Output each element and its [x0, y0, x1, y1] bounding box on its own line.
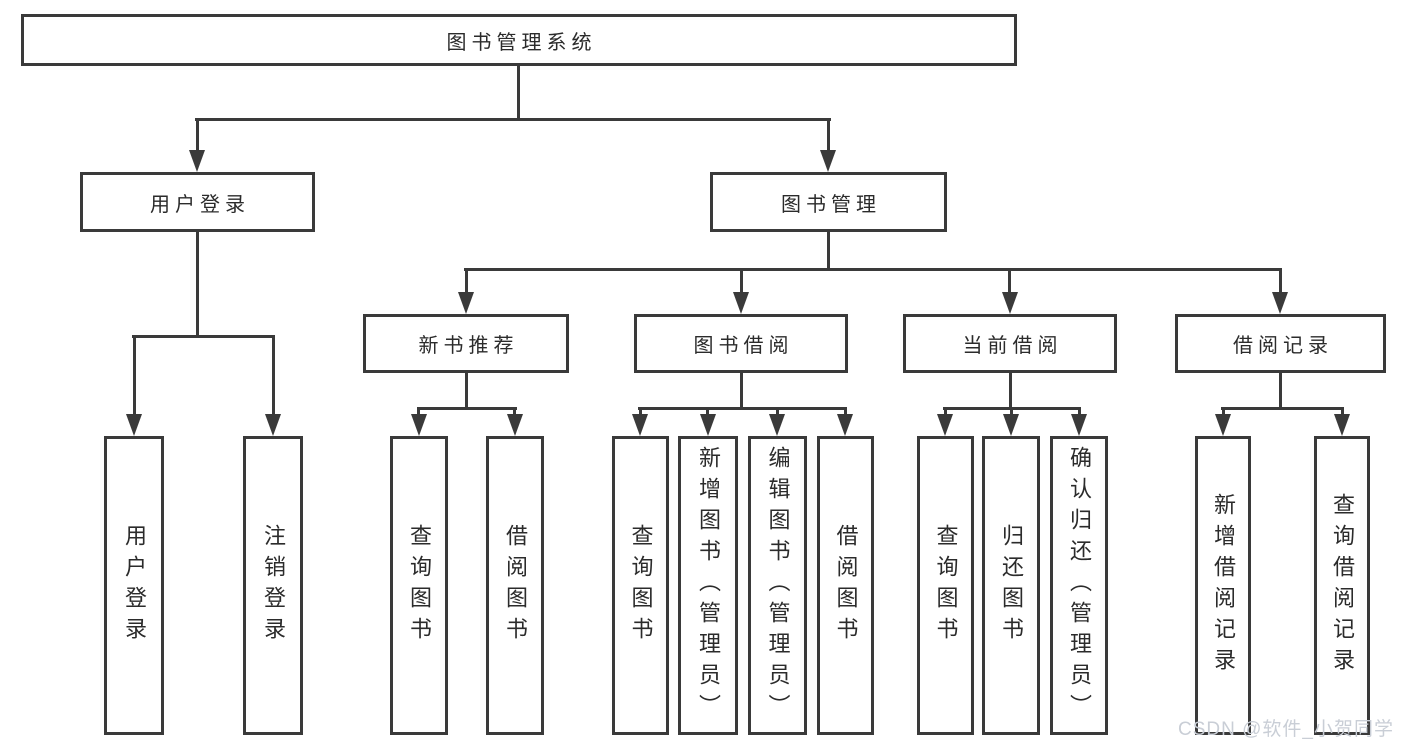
- arrow-current-borrow-icon: [1002, 292, 1018, 314]
- arrow-cb-query-icon: [937, 414, 953, 436]
- csdn-watermark: CSDN @软件_小贺同学: [1178, 719, 1394, 740]
- leaf-query-books-current: 查询图书: [917, 436, 974, 735]
- connector-drop-nb-query: [417, 407, 420, 416]
- connector-book-management-branch: [464, 268, 1282, 271]
- node-book-borrow-label: 图书借阅: [693, 335, 794, 357]
- connector-drop-book-management: [827, 118, 830, 154]
- leaf-confirm-return-admin: 确认归还（管理员）: [1050, 436, 1108, 735]
- leaf-borrow-books-recommend-label: 借阅图书: [503, 523, 528, 648]
- node-user-login-label: 用户登录: [150, 193, 250, 216]
- connector-drop-br-add: [1222, 407, 1225, 416]
- leaf-return-books: 归还图书: [982, 436, 1040, 735]
- arrow-nb-borrow-icon: [507, 414, 523, 436]
- leaf-add-book-admin-label: 新增图书（管理员）: [696, 446, 721, 725]
- arrow-cb-return-icon: [1003, 414, 1019, 436]
- connector-drop-br-query: [1341, 407, 1344, 416]
- leaf-logout: 注销登录: [243, 436, 303, 735]
- connector-book-borrow-branch: [638, 407, 847, 410]
- node-user-login: 用户登录: [80, 172, 315, 232]
- node-book-management-label: 图书管理: [781, 193, 881, 216]
- node-current-borrow-label: 当前借阅: [962, 335, 1063, 357]
- connector-book-management-stem: [827, 230, 830, 271]
- connector-new-book-branch: [417, 407, 517, 410]
- arrow-bb-query-icon: [632, 414, 648, 436]
- connector-drop-leaf-logout: [272, 335, 275, 418]
- leaf-user-login: 用户登录: [104, 436, 164, 735]
- node-book-borrow: 图书借阅: [634, 314, 848, 373]
- leaf-borrow-books: 借阅图书: [817, 436, 874, 735]
- leaf-confirm-return-admin-label: 确认归还（管理员）: [1067, 446, 1092, 725]
- leaf-query-borrow-record: 查询借阅记录: [1314, 436, 1370, 735]
- connector-user-login-branch: [132, 335, 275, 338]
- leaf-add-borrow-record-label: 新增借阅记录: [1211, 492, 1236, 679]
- arrow-nb-query-icon: [411, 414, 427, 436]
- connector-current-borrow-stem: [1009, 371, 1012, 410]
- node-book-management: 图书管理: [710, 172, 947, 232]
- connector-borrow-records-branch: [1221, 407, 1344, 410]
- leaf-user-login-label: 用户登录: [122, 523, 147, 648]
- arrow-user-login-icon: [189, 150, 205, 172]
- connector-drop-new-book: [465, 268, 468, 296]
- node-root: 图书管理系统: [21, 14, 1017, 66]
- connector-drop-nb-borrow: [513, 407, 516, 416]
- leaf-return-books-label: 归还图书: [999, 523, 1024, 648]
- leaf-query-books-recommend: 查询图书: [390, 436, 448, 735]
- leaf-query-borrow-record-label: 查询借阅记录: [1330, 492, 1355, 679]
- leaf-edit-book-admin: 编辑图书（管理员）: [748, 436, 807, 735]
- connector-drop-leaf-user-login: [133, 335, 136, 418]
- node-borrow-records: 借阅记录: [1175, 314, 1386, 373]
- leaf-query-books-current-label: 查询图书: [933, 523, 959, 648]
- connector-drop-user-login: [196, 118, 199, 154]
- arrow-new-book-icon: [458, 292, 474, 314]
- arrow-bb-add-icon: [700, 414, 716, 436]
- leaf-query-books-borrow-label: 查询图书: [628, 523, 654, 648]
- leaf-add-book-admin: 新增图书（管理员）: [678, 436, 738, 735]
- arrow-cb-confirm-icon: [1071, 414, 1087, 436]
- leaf-borrow-books-recommend: 借阅图书: [486, 436, 544, 735]
- node-new-book-recommend: 新书推荐: [363, 314, 569, 373]
- leaf-query-books-recommend-label: 查询图书: [407, 523, 432, 648]
- connector-drop-cb-query: [944, 407, 947, 416]
- connector-drop-bb-edit: [776, 407, 779, 416]
- connector-drop-cb-confirm: [1078, 407, 1081, 416]
- connector-borrow-records-stem: [1279, 371, 1282, 410]
- connector-drop-bb-query: [639, 407, 642, 416]
- connector-root-stem: [517, 66, 520, 121]
- connector-drop-bb-borrow: [844, 407, 847, 416]
- connector-drop-cb-return: [1010, 407, 1013, 416]
- node-borrow-records-label: 借阅记录: [1233, 335, 1333, 357]
- node-new-book-recommend-label: 新书推荐: [418, 335, 519, 357]
- arrow-br-query-icon: [1334, 414, 1350, 436]
- connector-user-login-stem: [196, 230, 199, 338]
- arrow-bb-edit-icon: [769, 414, 785, 436]
- connector-drop-bb-add: [706, 407, 709, 416]
- connector-root-branch: [195, 118, 831, 121]
- arrow-borrow-records-icon: [1272, 292, 1288, 314]
- arrow-leaf-logout-icon: [265, 414, 281, 436]
- arrow-book-borrow-icon: [733, 292, 749, 314]
- arrow-br-add-icon: [1215, 414, 1231, 436]
- connector-drop-borrow-records: [1279, 268, 1282, 296]
- leaf-logout-label: 注销登录: [261, 523, 286, 648]
- node-current-borrow: 当前借阅: [903, 314, 1117, 373]
- arrow-leaf-user-login-icon: [126, 414, 142, 436]
- connector-book-borrow-stem: [740, 371, 743, 410]
- arrow-bb-borrow-icon: [837, 414, 853, 436]
- node-root-label: 图书管理系统: [446, 31, 597, 54]
- leaf-add-borrow-record: 新增借阅记录: [1195, 436, 1251, 735]
- leaf-query-books-borrow: 查询图书: [612, 436, 669, 735]
- leaf-edit-book-admin-label: 编辑图书（管理员）: [765, 446, 791, 725]
- connector-new-book-stem: [465, 371, 468, 410]
- leaf-borrow-books-label: 借阅图书: [833, 523, 859, 648]
- connector-drop-book-borrow: [740, 268, 743, 296]
- connector-drop-current-borrow: [1008, 268, 1011, 296]
- arrow-book-management-icon: [820, 150, 836, 172]
